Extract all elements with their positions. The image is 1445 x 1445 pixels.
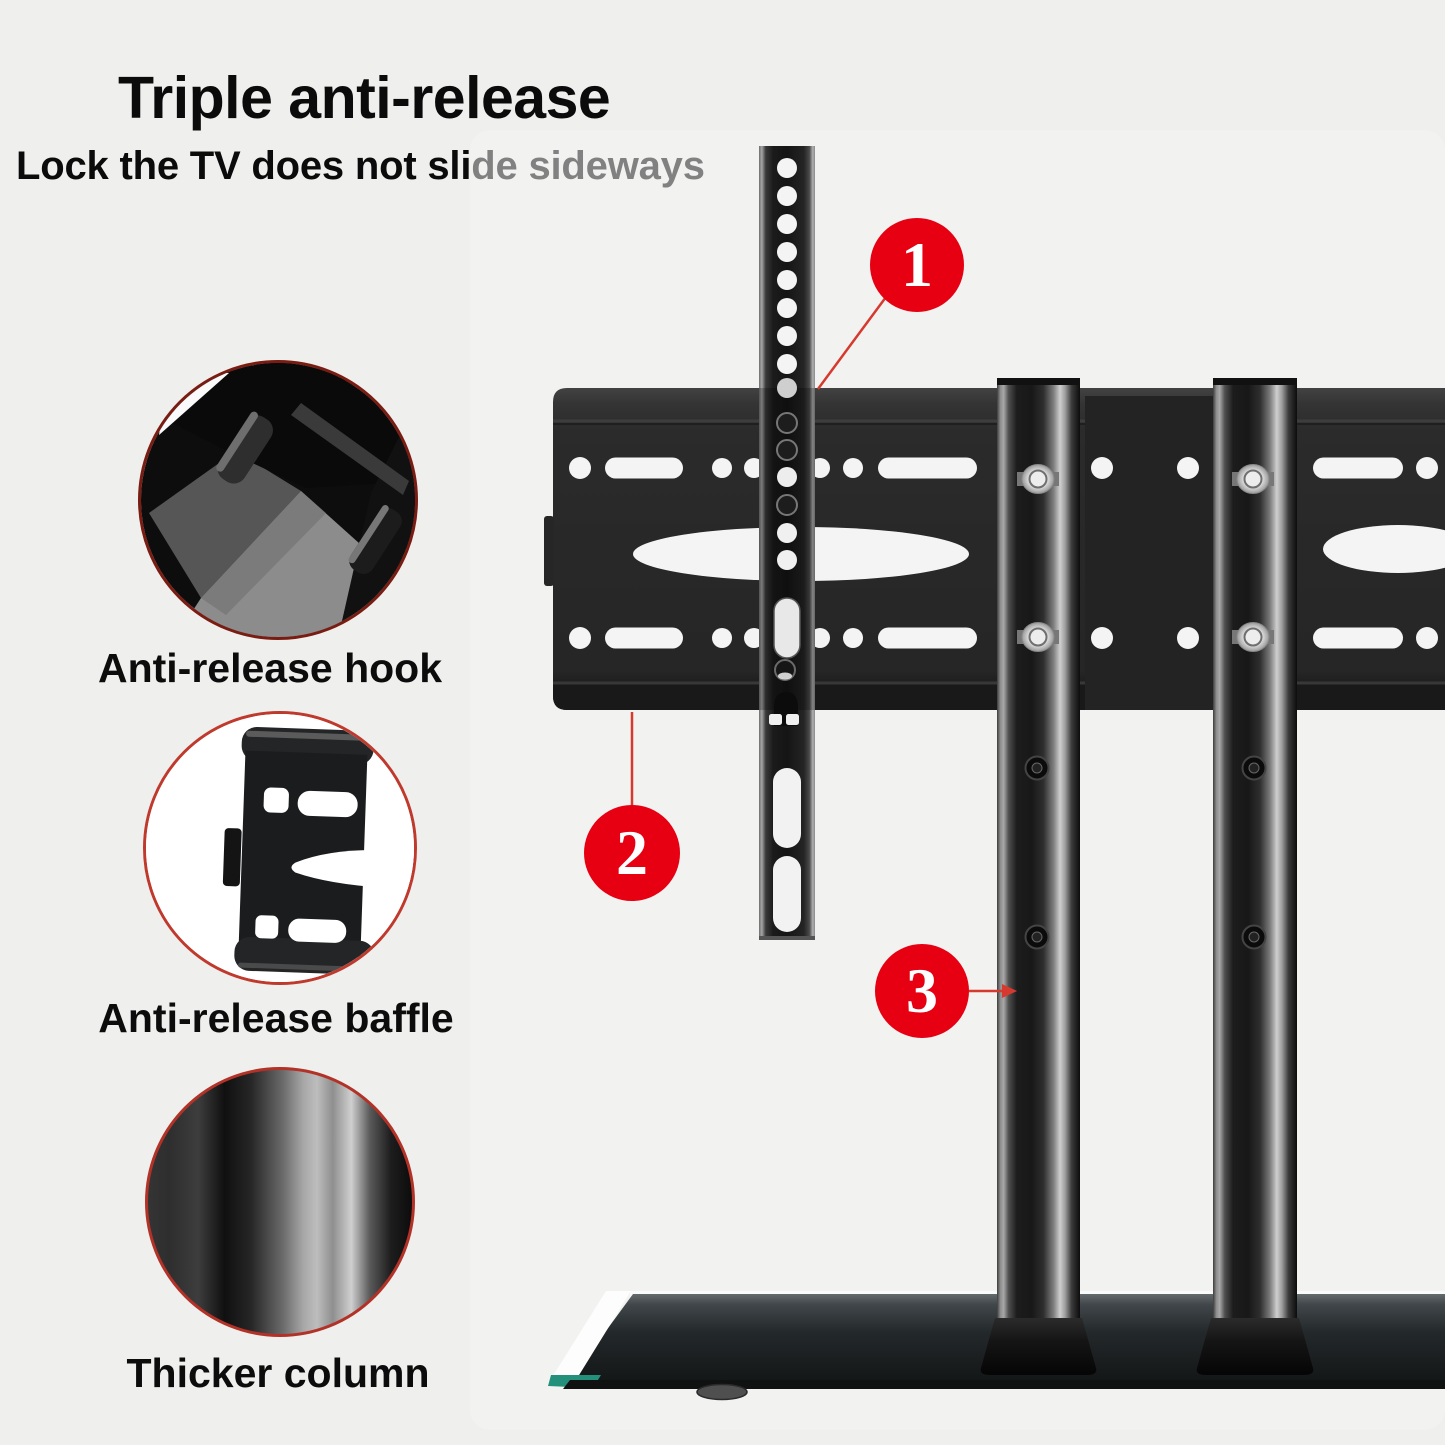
feature-label-column: Thicker column xyxy=(126,1350,430,1396)
baffle-closeup-photo xyxy=(146,714,414,982)
column-foot-left xyxy=(980,1318,1097,1375)
anti-release-hook-detail xyxy=(769,692,799,726)
strip-holes-over-bracket xyxy=(773,412,801,681)
base-foot xyxy=(696,1383,748,1401)
support-columns xyxy=(980,378,1314,1375)
column-bolts-silver xyxy=(1017,464,1274,652)
tv-bracket-rail xyxy=(544,388,1445,710)
page-title: Triple anti-release xyxy=(118,65,611,131)
column-bolts-dark xyxy=(1024,755,1267,950)
strip-holes-upper xyxy=(777,158,797,374)
baffle-closeup-circle xyxy=(143,711,417,985)
photo-backdrop xyxy=(470,130,1445,1430)
hook-closeup-circle xyxy=(138,360,418,640)
annotation-badge-3: 3 xyxy=(875,944,969,1038)
leader-line-1 xyxy=(816,296,888,390)
glass-bevel-edge xyxy=(551,1291,631,1380)
bracket-ellipse-cutout-right xyxy=(1323,525,1445,573)
bracket-hole-row-top xyxy=(569,457,1438,479)
bracket-left-tab xyxy=(544,516,554,586)
annotation-leader-lines xyxy=(630,296,1004,993)
strip-slots-lower xyxy=(773,768,801,932)
feature-label-hook: Anti-release hook xyxy=(97,645,443,691)
annotation-badge-1: 1 xyxy=(870,218,964,312)
column-foot-right xyxy=(1196,1318,1314,1375)
vesa-adapter-strip xyxy=(759,146,815,940)
feature-label-baffle: Anti-release baffle xyxy=(98,995,454,1041)
annotation-badge-2: 2 xyxy=(584,805,680,901)
column-closeup-circle xyxy=(145,1067,415,1337)
support-column-right xyxy=(1213,378,1297,1322)
support-column-left xyxy=(997,378,1080,1322)
hook-closeup-photo xyxy=(141,363,415,637)
leader-arrowhead-3 xyxy=(1002,984,1017,998)
